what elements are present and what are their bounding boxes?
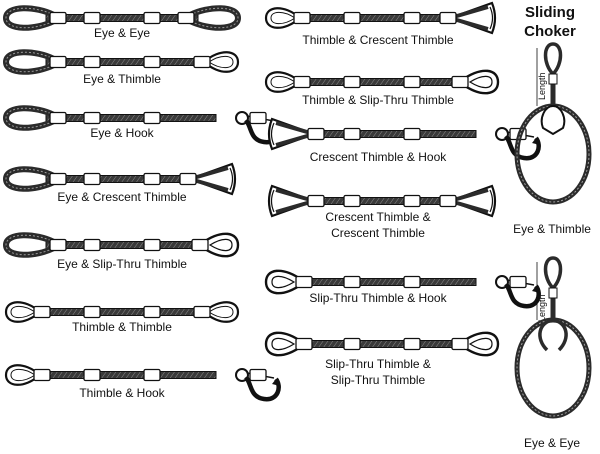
sling-label: Eye & Crescent Thimble [57,190,186,204]
sling-item: Eye & Slip-Thru Thimble [2,232,240,271]
sling-label: Slip-Thru Thimble & Hook [309,291,447,305]
choker-variant-label-1: Eye & Thimble [513,222,591,236]
sling-label: Thimble & Slip-Thru Thimble [302,93,454,107]
sling-label: Crescent Thimble [331,226,425,240]
sling-label: Thimble & Thimble [72,320,172,334]
choker-title-line-2: Choker [524,23,576,40]
sling-label: Slip-Thru Thimble [331,373,426,387]
sling-item: Slip-Thru Thimble & Slip-Thru Thimble [264,331,500,387]
sliding-choker: Sliding Choker Length Length Eye & Thimb… [513,4,592,450]
sling-drawing [2,5,242,31]
choker-drawing [514,256,592,419]
sling-drawing [264,69,500,95]
sling-drawing [2,232,240,258]
sling-drawing [2,162,237,196]
sling-label: Crescent Thimble & Hook [310,150,448,164]
sling-label: Thimble & Crescent Thimble [302,33,453,47]
choker-variant-label-2: Eye & Eye [524,436,580,450]
sling-item: Thimble & Thimble [4,301,240,334]
sling-item: Thimble & Slip-Thru Thimble [264,69,500,107]
sling-item: Eye & Eye [2,5,242,40]
sling-label: Slip-Thru Thimble & [325,357,431,371]
choker-length-label-2: Length [537,294,547,322]
sling-drawing [264,269,541,309]
sling-drawing [264,1,497,35]
sling-label: Eye & Hook [90,126,154,140]
sling-label: Eye & Eye [94,26,150,40]
choker-length-label-1: Length [537,72,547,100]
sling-item: Crescent Thimble & Crescent Thimble [267,184,497,240]
sling-drawing [264,331,500,357]
choker-title-line-1: Sliding [525,4,575,21]
choker-drawing [514,42,592,205]
sling-drawing [2,49,240,75]
sling-item: Crescent Thimble & Hook [267,117,541,164]
sling-label: Eye & Thimble [83,72,161,86]
sling-drawing [4,364,281,402]
sling-item: Thimble & Hook [4,364,281,402]
sling-label: Eye & Slip-Thru Thimble [57,257,187,271]
sling-drawing [4,301,240,323]
sling-label: Crescent Thimble & [325,210,430,224]
sling-item: Eye & Thimble [2,49,240,86]
sling-item: Thimble & Crescent Thimble [264,1,497,47]
sling-drawing [2,105,281,145]
sling-item: Eye & Hook [2,105,281,145]
sling-drawing [267,184,497,218]
sling-item: Slip-Thru Thimble & Hook [264,269,541,309]
sling-label: Thimble & Hook [79,386,165,400]
sling-item: Eye & Crescent Thimble [2,162,237,204]
